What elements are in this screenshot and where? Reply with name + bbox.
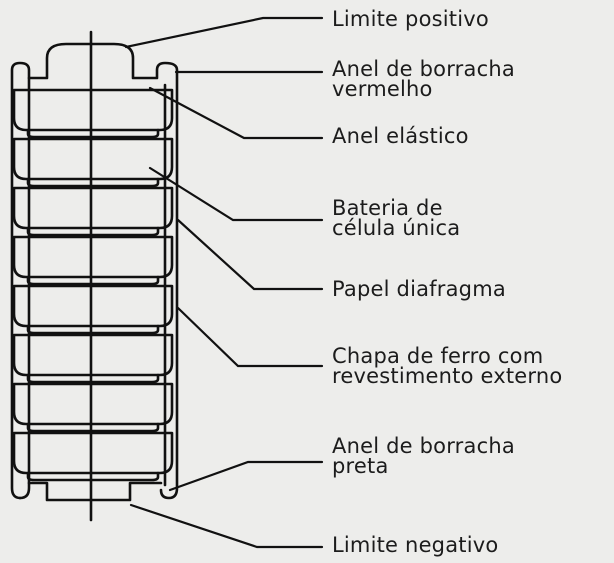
leader-single-cell [148, 166, 324, 222]
negative-cap [27, 481, 163, 502]
label-snap-ring: Anel elástico [332, 124, 469, 148]
single-cell [12, 235, 174, 279]
single-cell [12, 382, 174, 426]
label-diaphragm-paper: Papel diafragma [332, 277, 506, 301]
cell-bottom-rim [26, 471, 160, 482]
label-iron-sheet: Chapa de ferro com revestimento externo [332, 344, 563, 388]
single-cell [12, 137, 174, 181]
cell-bottom-rim [26, 422, 160, 433]
leader-diaphragm-paper [176, 218, 324, 291]
label-negative-terminal: Limite negativo [332, 533, 499, 557]
cell-bottom-rim [26, 275, 160, 286]
cell-bottom-rim [26, 324, 160, 335]
casing-inner-wall [18, 76, 31, 500]
cell-bottom-rim [26, 226, 160, 237]
leader-negative-terminal [129, 503, 324, 549]
label-positive-terminal: Limite positivo [332, 7, 489, 31]
single-cell [12, 333, 174, 377]
cell-bottom-rim [26, 373, 160, 384]
cell-bottom-rim [26, 128, 160, 139]
leader-black-rubber-ring [168, 460, 324, 492]
cell-stack [12, 88, 174, 482]
cell-bottom-rim [26, 177, 160, 188]
leader-iron-sheet [176, 306, 324, 368]
label-black-rubber-ring: Anel de borracha preta [332, 434, 515, 478]
leader-positive-terminal [124, 16, 324, 49]
leader-snap-ring [148, 86, 324, 140]
single-cell [12, 88, 174, 132]
single-cell [12, 186, 174, 230]
label-single-cell: Bateria de célula única [332, 196, 461, 240]
label-red-rubber-ring: Anel de borracha vermelho [332, 57, 515, 101]
single-cell [12, 431, 174, 475]
single-cell [12, 284, 174, 328]
